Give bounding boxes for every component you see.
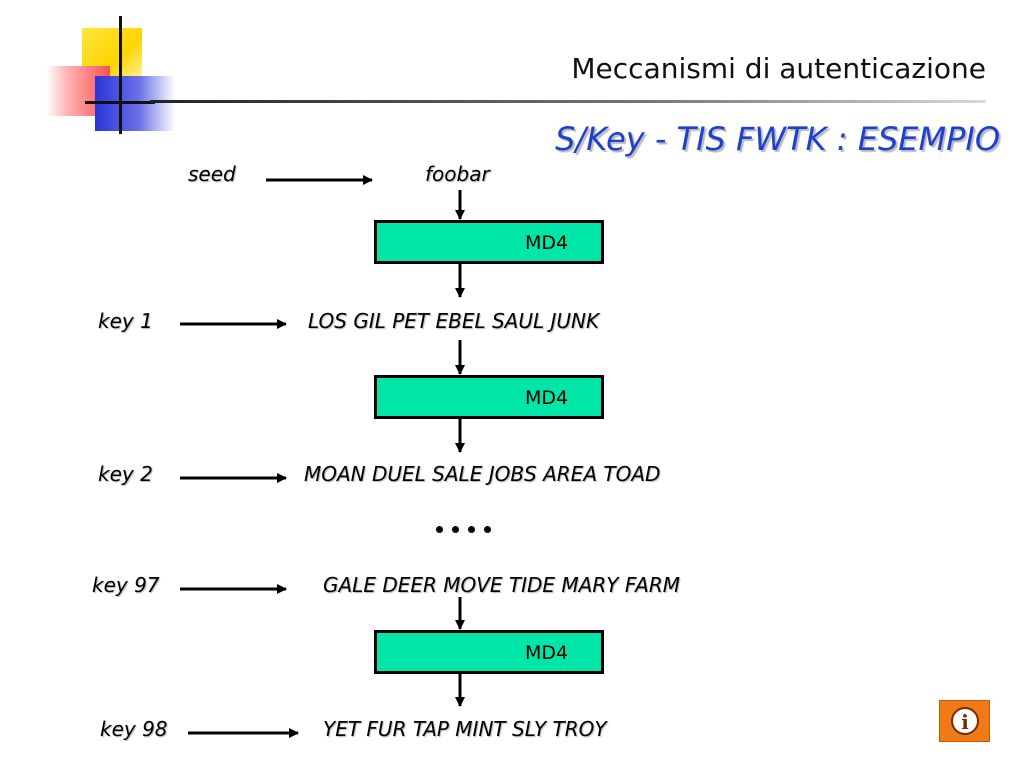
- logo-vertical-line: [119, 16, 122, 134]
- ellipsis-dots: [436, 518, 500, 537]
- seed-value: foobar: [425, 162, 490, 186]
- key-label-98: key 98: [100, 717, 168, 741]
- page-title: Meccanismi di autenticazione: [571, 52, 986, 85]
- key-words-1: LOS GIL PET EBEL SAUL JUNK: [308, 309, 600, 333]
- info-button[interactable]: i: [939, 700, 990, 742]
- key-label-97: key 97: [92, 573, 160, 597]
- logo-horizontal-line: [85, 101, 155, 104]
- md4-label-1: MD4: [525, 232, 569, 254]
- key-label-2: key 2: [98, 462, 153, 486]
- key-words-98: YET FUR TAP MINT SLY TROY: [323, 717, 607, 741]
- md4-box-3: [374, 630, 604, 674]
- md4-box-2: [374, 375, 604, 419]
- key-label-1: key 1: [98, 309, 153, 333]
- title-underline: [150, 100, 986, 103]
- seed-label: seed: [188, 162, 236, 186]
- slide-subtitle: S/Key - TIS FWTK : ESEMPIO: [555, 120, 1000, 158]
- info-icon: i: [951, 707, 979, 735]
- md4-label-2: MD4: [525, 387, 569, 409]
- md4-label-3: MD4: [525, 642, 569, 664]
- key-words-97: GALE DEER MOVE TIDE MARY FARM: [323, 573, 681, 597]
- md4-box-1: [374, 220, 604, 264]
- key-words-2: MOAN DUEL SALE JOBS AREA TOAD: [304, 462, 661, 486]
